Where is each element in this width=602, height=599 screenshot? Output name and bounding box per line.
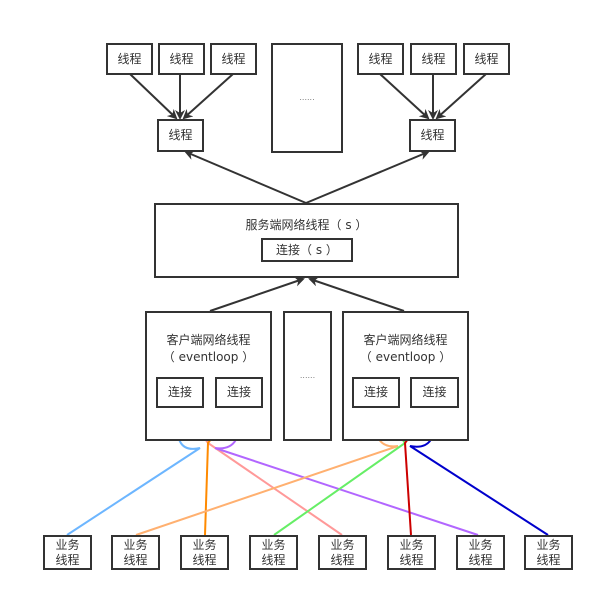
thread-box: 线程 xyxy=(463,43,510,75)
thread-box: 线程 xyxy=(158,43,205,75)
client-network-thread-title: 客户端网络线程 xyxy=(166,333,251,347)
thread-box: 线程 xyxy=(210,43,257,75)
business-thread-box: 业务线程 xyxy=(524,535,573,570)
business-thread-label-1: 业务 xyxy=(261,537,286,552)
business-thread-label-2: 线程 xyxy=(55,552,80,567)
thread-label: 线程 xyxy=(421,51,446,66)
business-thread-label-2: 线程 xyxy=(123,552,148,567)
client-connection-box: 连接 xyxy=(156,377,204,408)
thread-label: 线程 xyxy=(474,51,499,66)
connection-label: 连接 xyxy=(422,385,447,399)
thread-label: 线程 xyxy=(168,128,193,142)
business-thread-label-2: 线程 xyxy=(536,552,561,567)
business-thread-box: 业务线程 xyxy=(387,535,436,570)
business-thread-label-1: 业务 xyxy=(192,537,217,552)
thread-label: 线程 xyxy=(117,51,142,66)
client-network-thread-subtitle: （ eventloop ） xyxy=(162,350,255,364)
business-thread-label-1: 业务 xyxy=(330,537,355,552)
placeholder-box: ...... xyxy=(271,43,343,153)
business-thread-label-1: 业务 xyxy=(55,537,80,552)
merge-thread-box: 线程 xyxy=(409,119,456,152)
business-thread-label-1: 业务 xyxy=(123,537,148,552)
business-thread-box: 业务线程 xyxy=(111,535,160,570)
thread-box: 线程 xyxy=(106,43,153,75)
business-thread-box: 业务线程 xyxy=(180,535,229,570)
arrow-thread-l1-to-merge xyxy=(129,73,178,120)
business-thread-label-1: 业务 xyxy=(399,537,424,552)
client-network-thread-title: 客户端网络线程 xyxy=(363,333,448,347)
thread-label: 线程 xyxy=(420,128,445,142)
thread-label: 线程 xyxy=(368,51,393,66)
business-thread-label-2: 线程 xyxy=(330,552,355,567)
arrow-thread-r1-to-merge xyxy=(379,73,430,120)
thread-box: 线程 xyxy=(357,43,404,75)
business-thread-label-1: 业务 xyxy=(536,537,561,552)
server-connection-label: 连接（ s ） xyxy=(276,242,338,257)
client-network-thread-box xyxy=(145,311,272,441)
arrow-thread-l3-to-merge xyxy=(182,73,234,120)
business-thread-label-1: 业务 xyxy=(468,537,493,552)
connection-label: 连接 xyxy=(226,385,251,399)
business-thread-label-2: 线程 xyxy=(399,552,424,567)
business-thread-box: 业务线程 xyxy=(43,535,92,570)
client-connection-box: 连接 xyxy=(352,377,400,408)
business-thread-label-2: 线程 xyxy=(468,552,493,567)
server-network-thread-title: 服务端网络线程（ s ） xyxy=(245,218,368,232)
business-thread-label-2: 线程 xyxy=(192,552,217,567)
connection-label: 连接 xyxy=(363,385,388,399)
business-thread-box: 业务线程 xyxy=(249,535,298,570)
client-connection-box: 连接 xyxy=(215,377,263,408)
arrow-server-to-right-merge xyxy=(305,150,430,204)
merge-thread-box: 线程 xyxy=(157,119,204,152)
connection-label: 连接 xyxy=(167,385,192,399)
business-thread-label-2: 线程 xyxy=(261,552,286,567)
thread-label: 线程 xyxy=(221,51,246,66)
ellipsis-text: ...... xyxy=(299,371,316,380)
business-thread-box: 业务线程 xyxy=(318,535,367,570)
arrow-client1-to-server xyxy=(209,276,305,312)
ellipsis-text: ...... xyxy=(299,93,315,102)
client-network-thread-box xyxy=(342,311,469,441)
client-connection-box: 连接 xyxy=(410,377,459,408)
thread-label: 线程 xyxy=(169,51,194,66)
server-connection-box: 连接（ s ） xyxy=(261,238,353,262)
thread-box: 线程 xyxy=(410,43,457,75)
arrow-thread-r3-to-merge xyxy=(435,73,487,120)
client-network-thread-subtitle: （ eventloop ） xyxy=(359,350,452,364)
business-thread-box: 业务线程 xyxy=(456,535,505,570)
arrow-server-to-left-merge xyxy=(184,150,307,204)
client-placeholder-box: ...... xyxy=(283,311,332,441)
arrow-client2-to-server xyxy=(308,276,405,312)
